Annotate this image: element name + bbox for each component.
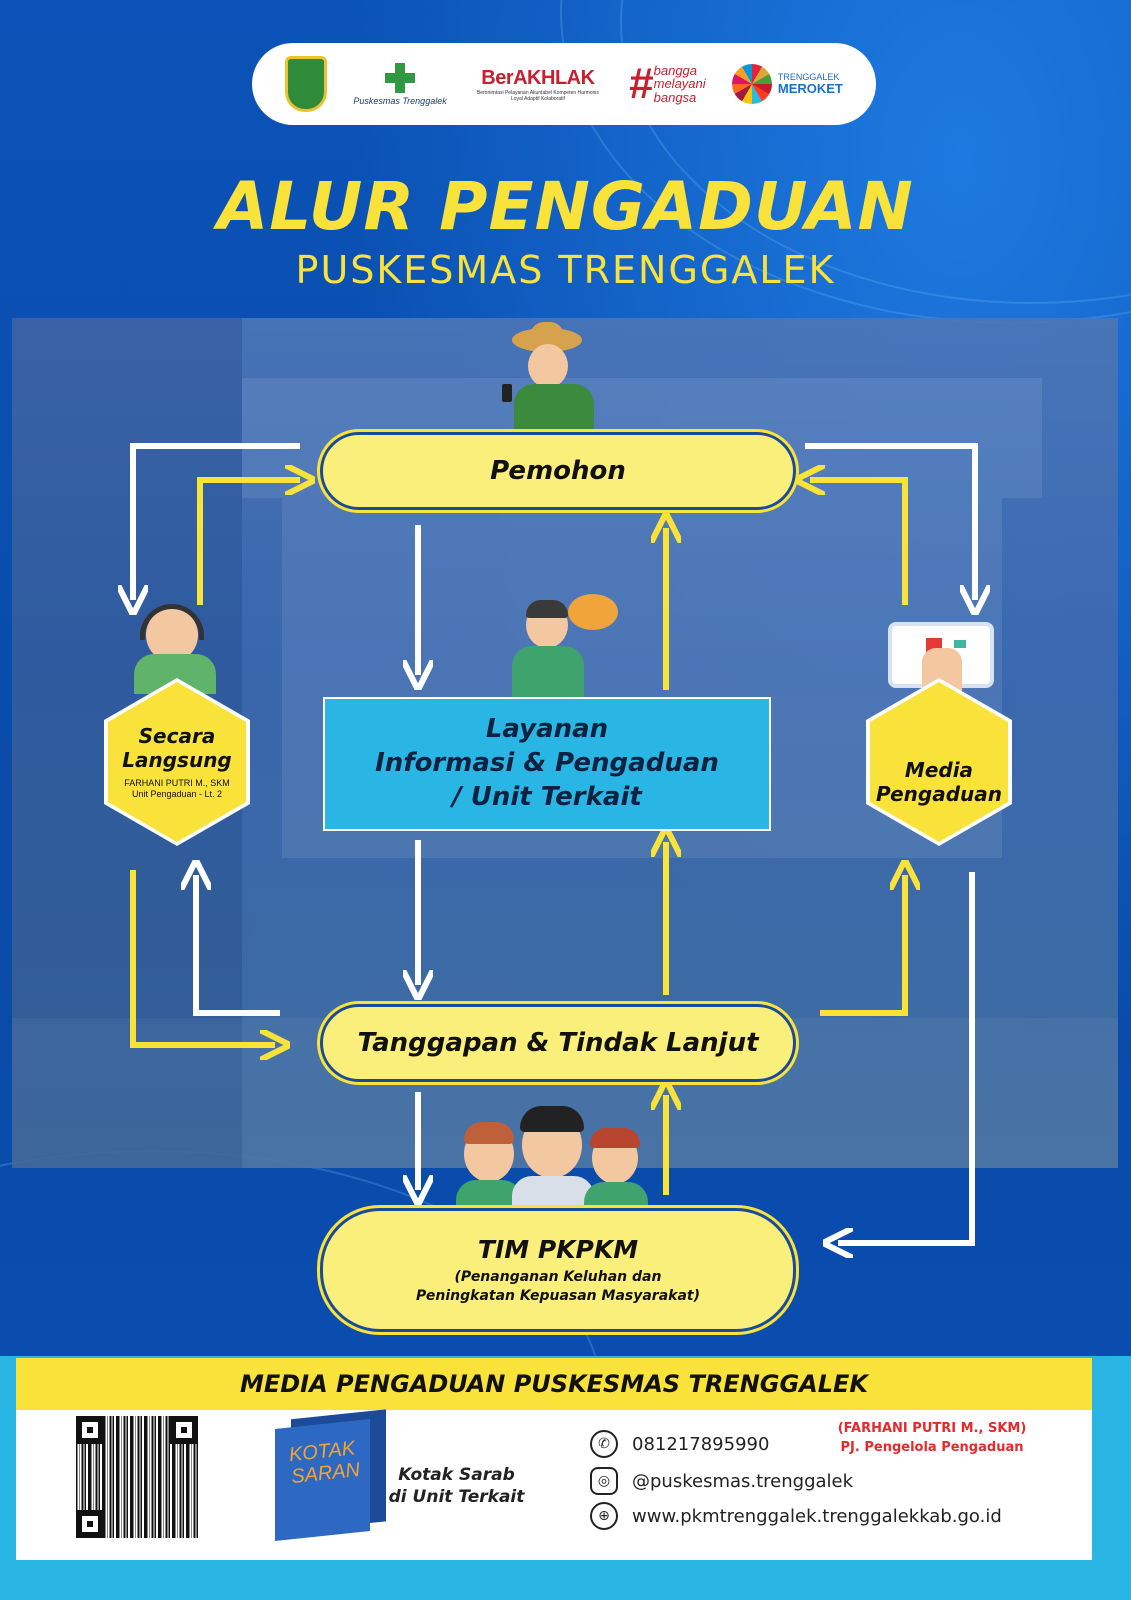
arrow-pemohon-to-secara xyxy=(133,443,300,600)
qr-corner xyxy=(76,1416,104,1444)
bangga-line: bangsa xyxy=(653,89,697,105)
team-member-hair xyxy=(464,1122,514,1144)
arrow-tanggapan-to-media xyxy=(820,875,905,1016)
node-tanggapan-label: Tanggapan & Tindak Lanjut xyxy=(357,1028,759,1058)
meroket-top: TRENGGALEK xyxy=(777,71,840,82)
logo-bar: Puskesmas Trenggalek BerAKHLAK Berorient… xyxy=(252,43,876,125)
media-line: Media xyxy=(904,758,974,782)
berakhlak-sub: Berorientasi Pelayanan Akuntabel Kompete… xyxy=(476,89,599,102)
node-pemohon-label: Pemohon xyxy=(490,456,626,486)
headset-agent-illustration xyxy=(132,604,218,694)
arrow-media-to-pemohon xyxy=(810,480,908,605)
medical-cross-icon xyxy=(385,62,416,93)
layanan-line: Layanan xyxy=(485,714,609,745)
bangga-text: bangga melayani bangsa xyxy=(653,62,706,105)
arrow-pemohon-to-media xyxy=(805,443,975,600)
instagram-icon: ◎ xyxy=(590,1467,618,1495)
secara-note: FARHANI PUTRI M., SKM xyxy=(124,778,230,789)
qr-corner xyxy=(170,1416,198,1444)
website-url: www.pkmtrenggalek.trenggalekkab.go.id xyxy=(632,1505,1002,1527)
phone-number: 081217895990 xyxy=(632,1433,770,1455)
logo-meroket: TRENGGALEK MEROKET xyxy=(731,64,843,104)
secara-line: Langsung xyxy=(122,748,232,773)
phone-icon xyxy=(502,384,512,402)
hex-inner: Secara Langsung FARHANI PUTRI M., SKM Un… xyxy=(108,682,246,842)
tim-title: TIM PKPKM xyxy=(477,1235,639,1265)
officer-info: (FARHANI PUTRI M., SKM) PJ. Pengelola Pe… xyxy=(832,1420,1032,1458)
contact-instagram[interactable]: ◎ @puskesmas.trenggalek xyxy=(590,1467,853,1495)
globe-icon: ⊕ xyxy=(590,1502,618,1530)
bangga-line: melayani xyxy=(653,76,706,92)
qr-corner xyxy=(76,1510,104,1538)
qr-code-icon[interactable] xyxy=(76,1416,198,1538)
arrow-secara-to-pemohon xyxy=(197,480,300,605)
layanan-line: Informasi & Pengaduan xyxy=(375,748,719,779)
arrow-tanggapan-to-secara xyxy=(196,875,280,1016)
sdg-wheel-icon xyxy=(731,64,772,104)
suggestion-box-label: KOTAK SARAN xyxy=(288,1436,372,1488)
media-line: Pengaduan xyxy=(875,782,1003,806)
officer-illustration xyxy=(512,594,622,698)
speech-bubble-icon xyxy=(568,594,618,630)
secara-note: Unit Pengaduan - Lt. 2 xyxy=(131,789,223,799)
farmer-illustration xyxy=(500,322,610,436)
tim-sub: (Penanganan Keluhan dan xyxy=(454,1269,662,1286)
officer-role: PJ. Pengelola Pengaduan xyxy=(840,1439,1024,1455)
tablet-button-green xyxy=(954,640,966,648)
hat-crown xyxy=(530,322,564,342)
officer-hair xyxy=(526,600,568,618)
node-pemohon: Pemohon xyxy=(317,429,799,513)
meroket-bottom: MEROKET xyxy=(777,81,843,97)
berakhlak-title: BerAKHLAK xyxy=(481,66,595,89)
secara-line: Secara xyxy=(138,724,216,749)
farmer-body xyxy=(514,384,594,436)
page-title: ALUR PENGADUAN xyxy=(217,168,914,245)
kotak-saran-caption: Kotak Sarab di Unit Terkait xyxy=(384,1464,529,1508)
arrow-secara-to-tanggapan xyxy=(130,870,275,1045)
logo-puskesmas-text: Puskesmas Trenggalek xyxy=(353,95,447,106)
kotak-line: di Unit Terkait xyxy=(388,1487,525,1508)
instagram-handle: @puskesmas.trenggalek xyxy=(632,1470,854,1492)
arrow-media-to-tim xyxy=(838,872,975,1243)
headset-icon xyxy=(140,604,204,640)
hex-inner: Media Pengaduan xyxy=(870,682,1008,842)
page-subtitle: PUSKESMAS TRENGGALEK xyxy=(295,248,836,292)
hash-icon: # xyxy=(629,59,654,108)
farmer-head xyxy=(528,344,568,388)
bangga-line: bangga xyxy=(653,62,698,78)
team-illustration xyxy=(456,1104,656,1216)
layanan-line: / Unit Terkait xyxy=(452,781,642,812)
footer-heading: MEDIA PENGADUAN PUSKESMAS TRENGGALEK xyxy=(16,1358,1092,1410)
node-tim-pkpkm: TIM PKPKM (Penanganan Keluhan dan Pening… xyxy=(317,1205,799,1335)
tim-sub: Peningkatan Kepuasan Masyarakat) xyxy=(416,1287,700,1304)
node-layanan: Layanan Informasi & Pengaduan / Unit Ter… xyxy=(323,697,771,831)
officer-body xyxy=(512,646,584,698)
shield-logo-icon xyxy=(285,56,328,112)
officer-name: (FARHANI PUTRI M., SKM) xyxy=(837,1421,1027,1436)
logo-berakhlak: BerAKHLAK Berorientasi Pelayanan Akuntab… xyxy=(473,67,603,102)
whatsapp-icon: ✆ xyxy=(590,1430,618,1458)
logo-pemkab xyxy=(285,56,328,112)
contact-phone[interactable]: ✆ 081217895990 xyxy=(590,1430,769,1458)
contact-website[interactable]: ⊕ www.pkmtrenggalek.trenggalekkab.go.id xyxy=(590,1502,1002,1530)
team-member-2-hair xyxy=(590,1128,640,1148)
kotak-line: Kotak Sarab xyxy=(398,1465,515,1485)
logo-puskesmas: Puskesmas Trenggalek xyxy=(353,62,447,106)
team-leader-hair xyxy=(520,1106,584,1132)
node-tanggapan: Tanggapan & Tindak Lanjut xyxy=(317,1001,799,1085)
logo-bangga: # bangga melayani bangsa xyxy=(629,62,706,106)
